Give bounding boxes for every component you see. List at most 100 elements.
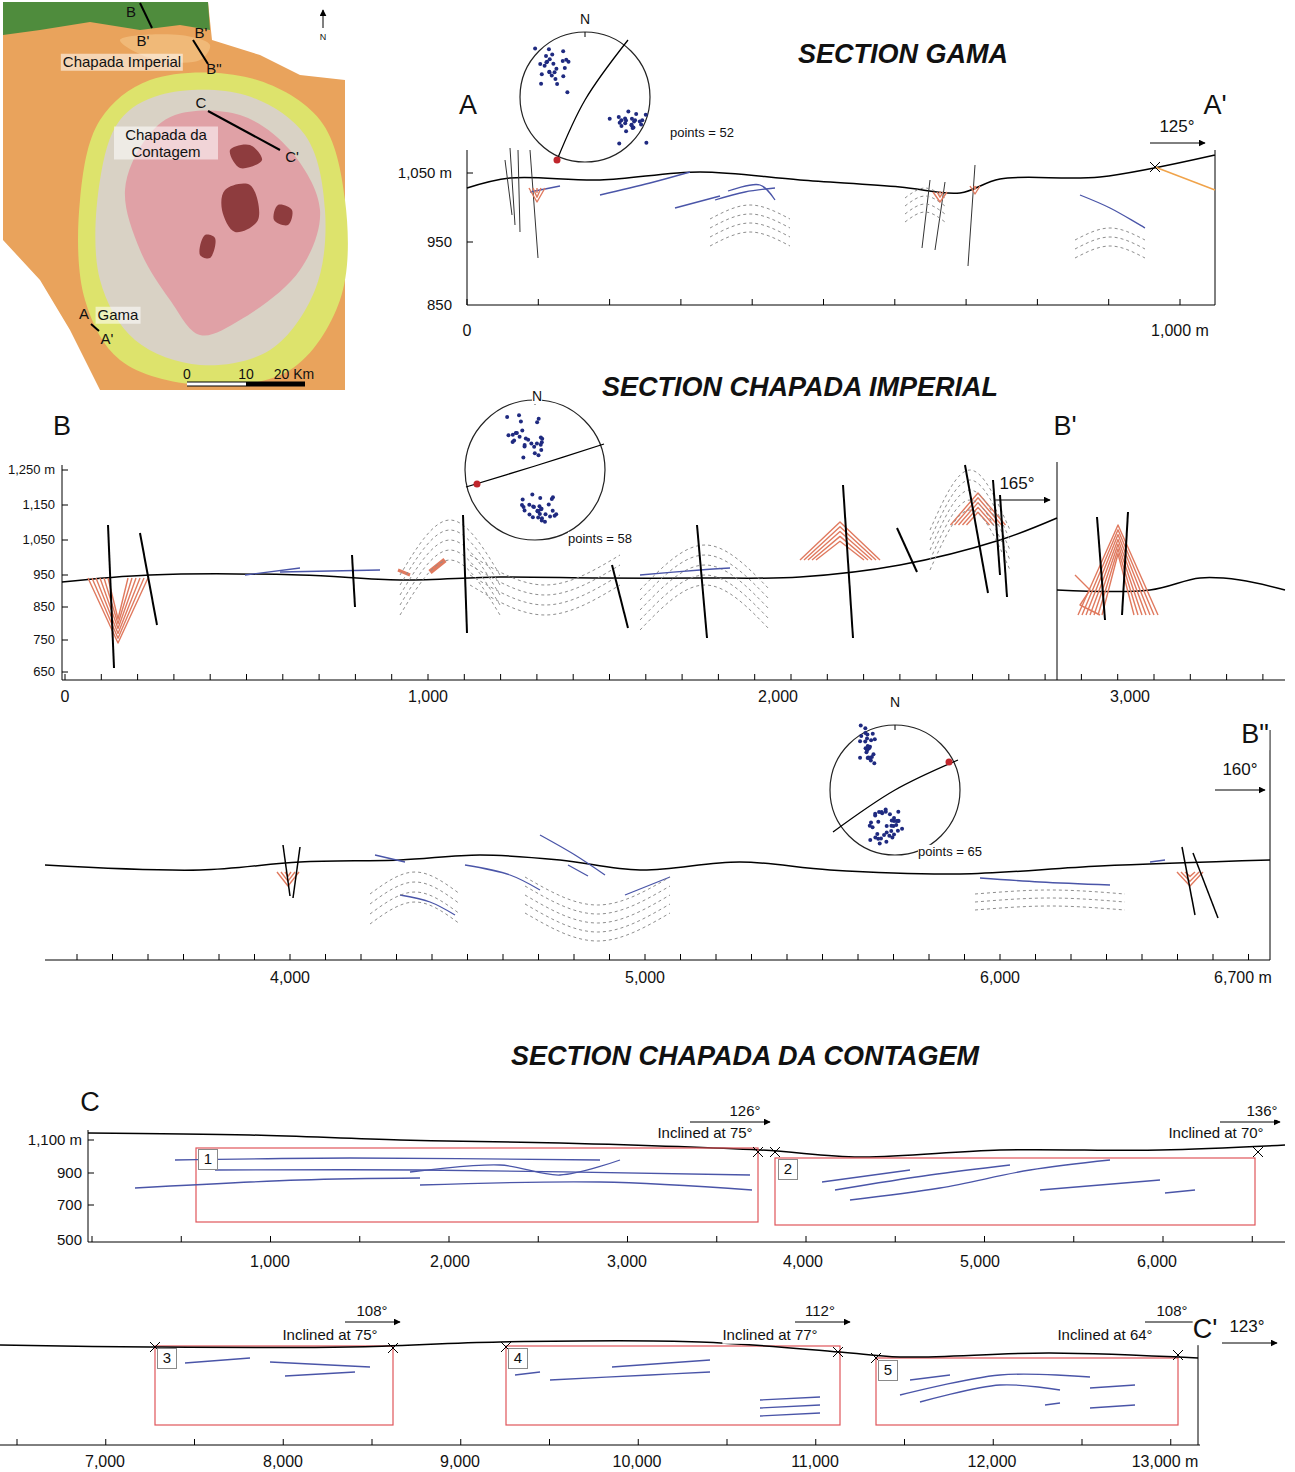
- tick: [893, 954, 894, 960]
- pole-dot: [554, 67, 558, 71]
- pole-dot: [553, 77, 557, 81]
- fold-hatch: [529, 188, 545, 202]
- pole-dot: [533, 451, 537, 455]
- fault: [352, 555, 355, 607]
- tick: [254, 954, 255, 960]
- tick: [181, 1236, 182, 1242]
- tick: [645, 954, 646, 960]
- marker-x: [1150, 162, 1160, 172]
- tick: [822, 954, 823, 960]
- bedding: [185, 1358, 250, 1363]
- pole-dot: [644, 141, 648, 145]
- fold-hatch: [1181, 872, 1199, 881]
- pole-dot: [540, 507, 544, 511]
- callout-number: 2: [778, 1159, 798, 1180]
- bedding: [760, 1397, 820, 1400]
- tick: [1117, 674, 1118, 680]
- fold-trace: [370, 882, 460, 904]
- tick: [372, 1439, 373, 1445]
- bedding: [410, 1160, 620, 1175]
- bedding: [835, 1165, 1010, 1190]
- fault: [140, 533, 157, 625]
- tick: [609, 954, 610, 960]
- bedding: [728, 185, 775, 200]
- fault: [293, 847, 300, 898]
- bedding: [612, 1360, 710, 1367]
- map-label: N: [320, 33, 327, 43]
- marker-x: [1173, 1350, 1183, 1360]
- fold-hatch: [1090, 539, 1146, 615]
- bedding: [675, 196, 720, 208]
- tick: [573, 674, 574, 680]
- fold-trace: [400, 550, 500, 605]
- bedding: [540, 835, 605, 875]
- pole-dot: [873, 813, 877, 817]
- tick: [210, 674, 211, 680]
- axis-label: 2,000: [430, 1253, 470, 1271]
- axis-label: Inclined at 70°: [1168, 1125, 1263, 1142]
- fold-trace: [640, 555, 770, 600]
- tick: [1226, 674, 1227, 680]
- tick: [682, 674, 683, 680]
- pole-dot: [550, 53, 554, 57]
- pole-dot: [522, 505, 526, 509]
- pole-dot: [896, 810, 900, 814]
- pole-dot: [536, 509, 540, 513]
- pole-dot: [885, 831, 889, 835]
- map-label: 10: [238, 367, 254, 382]
- fold-hatch: [533, 188, 541, 197]
- tick: [467, 173, 473, 174]
- pole-red: [474, 481, 481, 488]
- direction-arrow: [795, 1322, 850, 1323]
- pole-dot: [523, 509, 527, 513]
- tick: [863, 674, 864, 680]
- fold-hatch: [963, 507, 994, 525]
- pole-dot: [521, 456, 525, 460]
- north-tick: [895, 725, 896, 730]
- tick: [500, 674, 501, 680]
- fault: [463, 515, 467, 633]
- fold-trace: [525, 904, 670, 932]
- pole-dot: [567, 60, 571, 64]
- fold-trace: [905, 188, 945, 198]
- bedding: [1150, 860, 1165, 862]
- bedding: [900, 1374, 1090, 1395]
- tick: [1108, 299, 1109, 305]
- axis-label: Inclined at 64°: [1057, 1327, 1152, 1344]
- pole-dot: [529, 442, 533, 446]
- pole-dot: [868, 838, 872, 842]
- section-line: [91, 324, 99, 331]
- pole-dot: [639, 123, 643, 127]
- marker-x: [833, 1347, 843, 1357]
- axis: [62, 465, 1285, 680]
- tick: [359, 1236, 360, 1242]
- direction-arrow: [1215, 790, 1265, 791]
- pole-dot: [520, 428, 524, 432]
- axis-label: 9,000: [440, 1453, 480, 1471]
- axis-label: 1,050 m: [398, 165, 452, 182]
- axis-label: 700: [57, 1197, 82, 1214]
- pole-dot: [517, 413, 521, 417]
- map-label: Chapada Imperial: [61, 54, 183, 71]
- tick: [645, 674, 646, 680]
- axis-label: 1,150: [22, 498, 55, 512]
- tick: [88, 1140, 94, 1141]
- tick: [77, 954, 78, 960]
- fault: [968, 165, 975, 266]
- pole-dot: [565, 90, 569, 94]
- axis-label: 1,000: [250, 1253, 290, 1271]
- map-label: Gama: [96, 307, 141, 324]
- tick: [1037, 299, 1038, 305]
- tick: [1154, 674, 1155, 680]
- map-label: C': [285, 149, 299, 166]
- tick: [1177, 954, 1178, 960]
- axis-label: 6,000: [1137, 1253, 1177, 1271]
- tick: [680, 299, 681, 305]
- tick: [62, 505, 68, 506]
- tick: [929, 954, 930, 960]
- tick: [62, 540, 68, 541]
- tick: [173, 674, 174, 680]
- dark-unit: [230, 144, 262, 168]
- fold-hatch: [959, 503, 998, 525]
- pole-dot: [863, 726, 867, 730]
